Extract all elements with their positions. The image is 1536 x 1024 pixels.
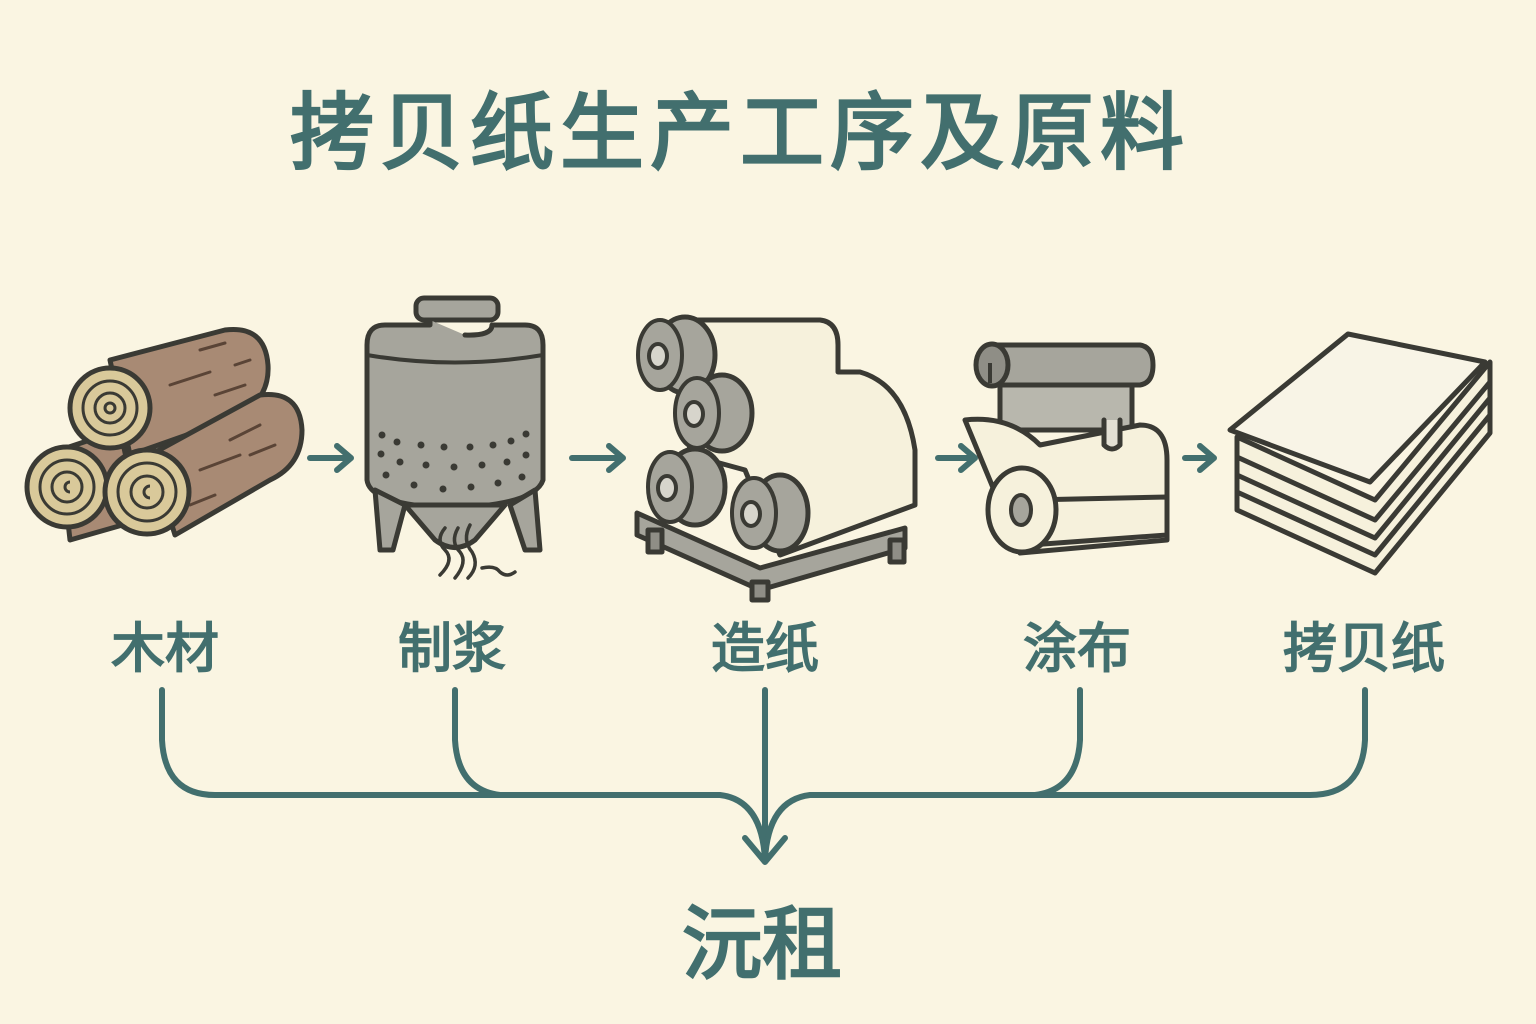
step-label-pulping: 制浆	[398, 617, 506, 680]
paper-rollers-icon	[634, 314, 918, 603]
diagram-title: 拷贝纸生产工序及原料	[290, 84, 1191, 182]
arrow-right-icon	[1182, 443, 1217, 473]
arrow-right-icon	[569, 443, 626, 473]
step-label-copy-paper: 拷贝纸	[1283, 617, 1445, 680]
pulping-tank-icon	[364, 295, 546, 580]
logs-icon	[24, 326, 305, 543]
paper-stack-icon	[1227, 331, 1493, 576]
flow-summary-label: 沅租	[682, 898, 842, 991]
flow-connector	[159, 687, 1368, 865]
coating-roller-icon	[962, 341, 1170, 556]
step-label-papermaking: 造纸	[711, 617, 819, 680]
step-label-wood: 木材	[111, 617, 219, 680]
step-label-coating: 涂布	[1023, 617, 1131, 680]
arrow-right-icon	[935, 443, 978, 473]
arrow-right-icon	[307, 443, 354, 473]
